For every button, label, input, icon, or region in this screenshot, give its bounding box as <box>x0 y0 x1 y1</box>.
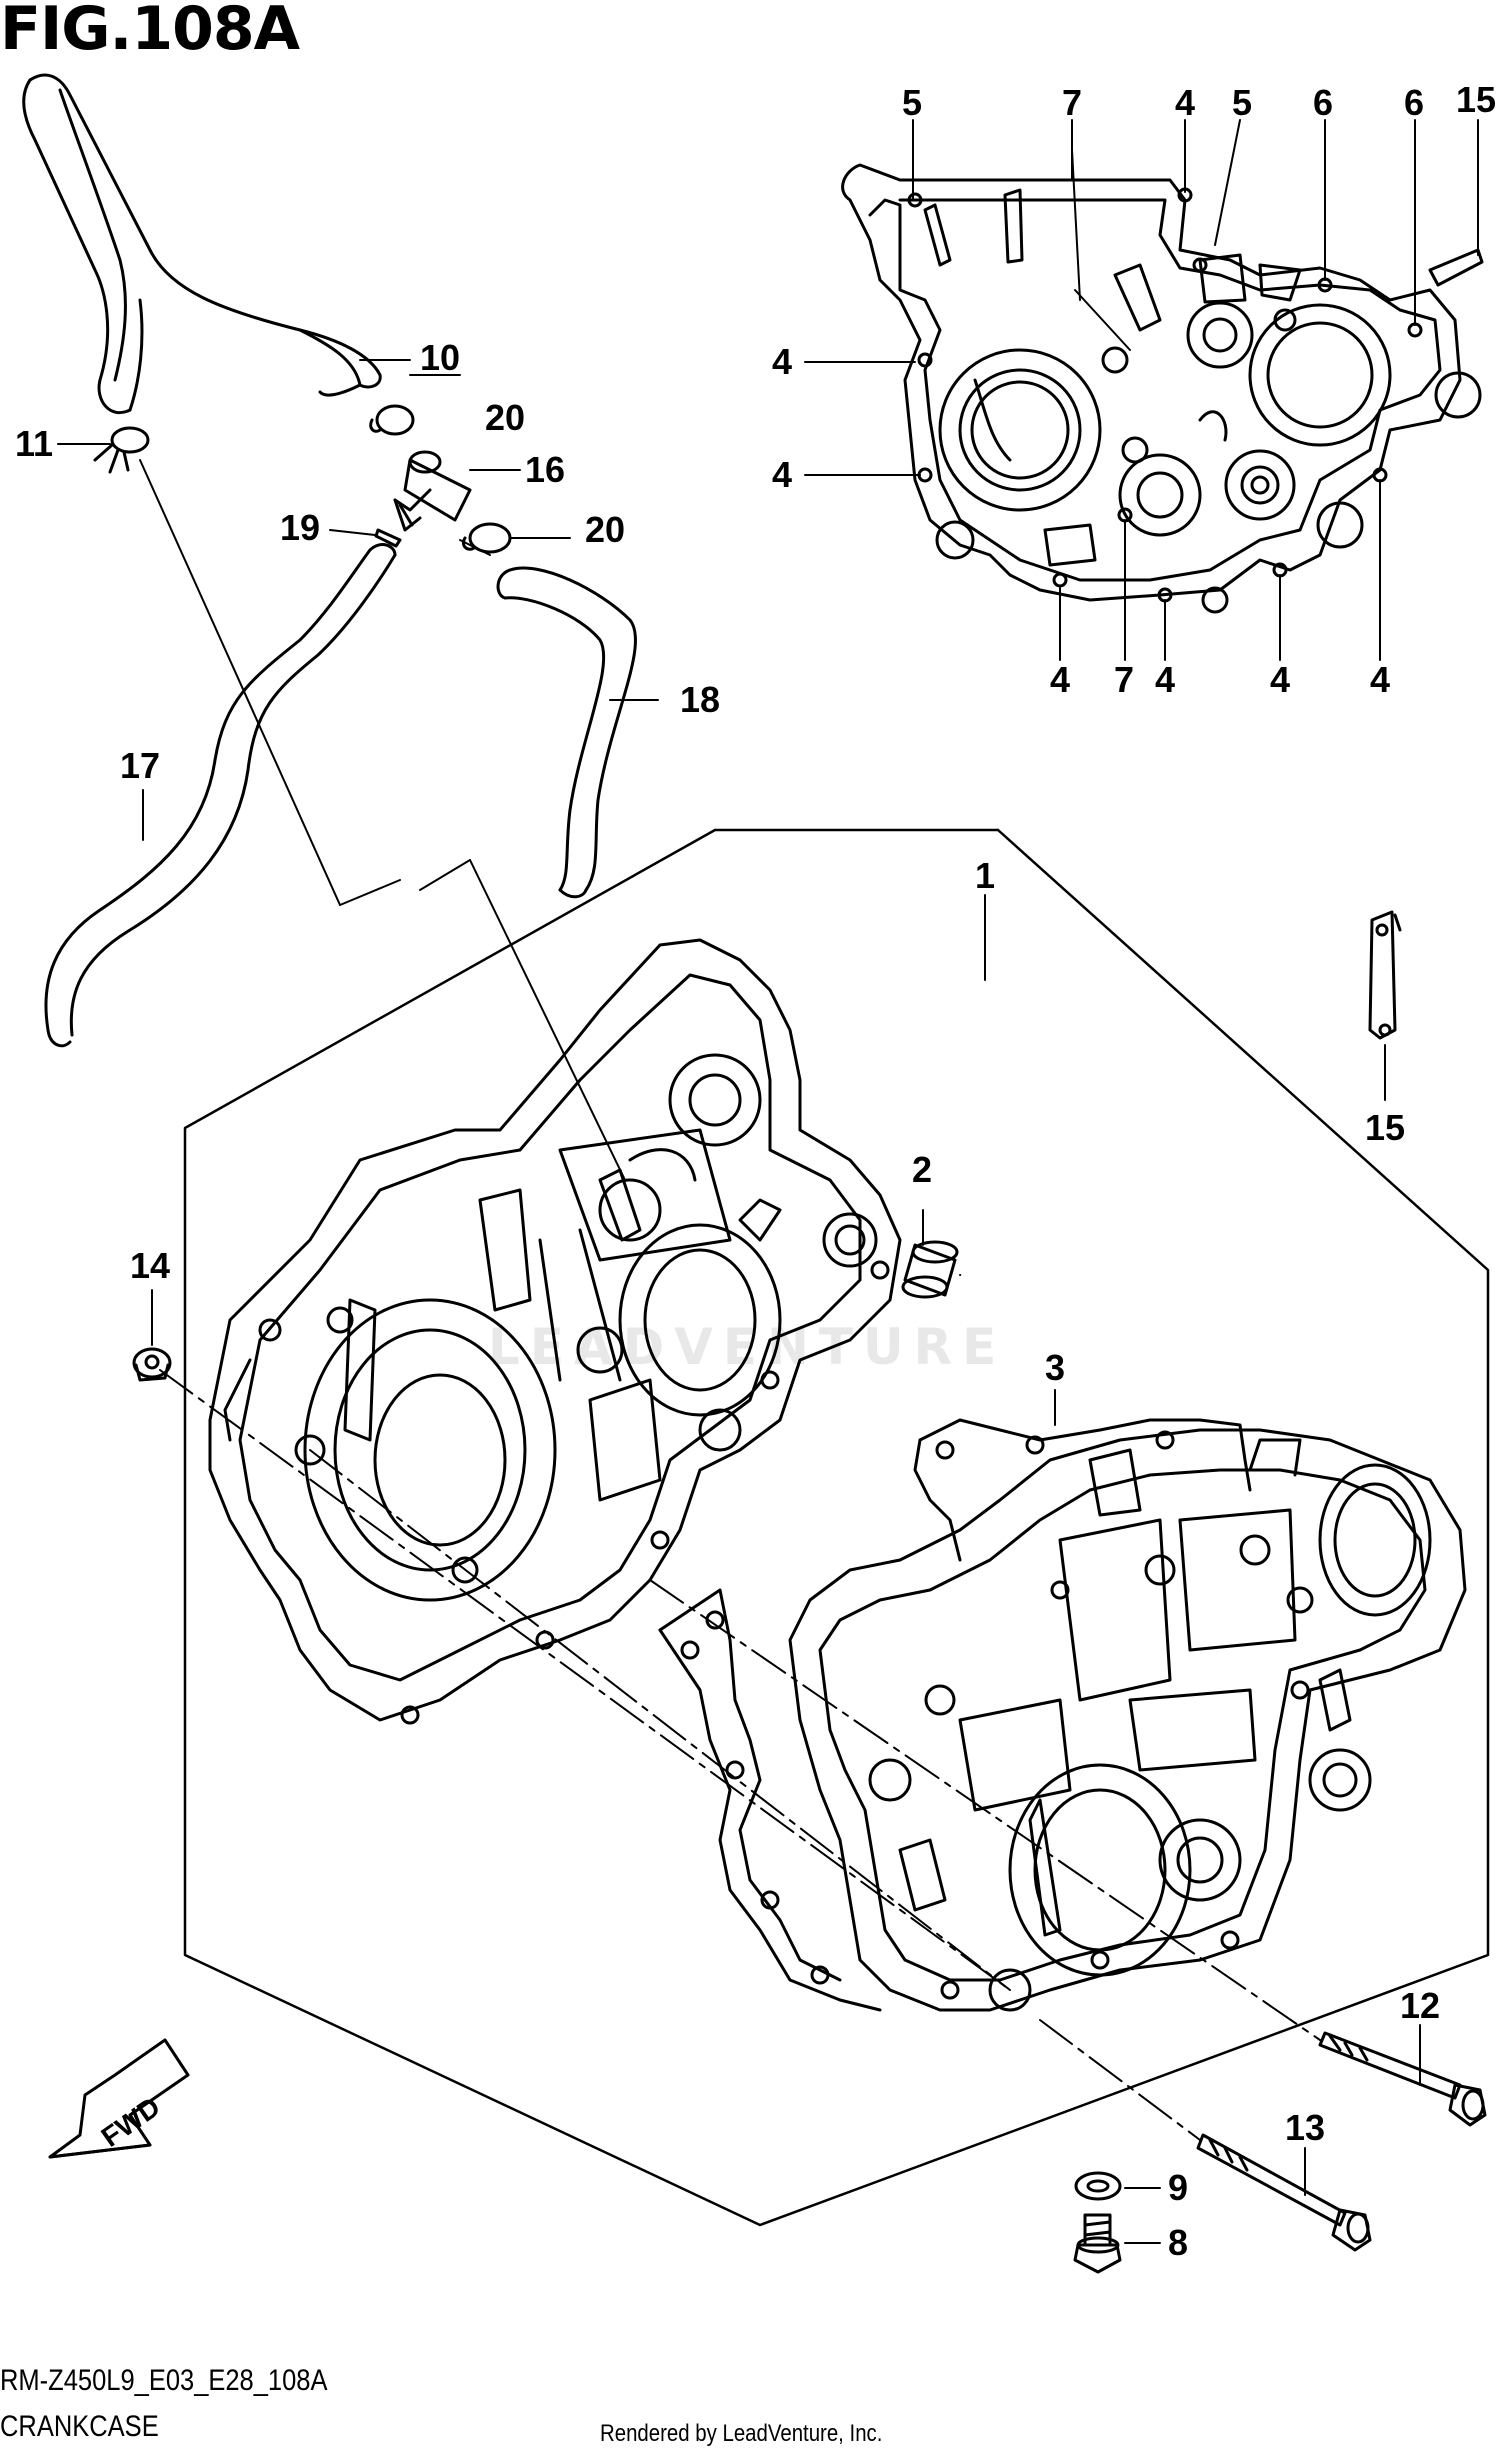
crankcase-left-half[interactable] <box>208 938 902 1725</box>
callout-8: 8 <box>1168 2222 1188 2263</box>
forward-direction-arrow: FWD <box>48 2038 190 2159</box>
clamp-20-upper[interactable] <box>369 404 415 436</box>
callout-9: 9 <box>1168 2167 1188 2208</box>
callout-14: 14 <box>130 1245 170 1286</box>
dowel-pin-2[interactable] <box>901 1240 959 1299</box>
callout-numbers: 10 11 20 16 19 20 18 17 5 7 4 5 6 6 15 4… <box>15 79 1496 2263</box>
callout-12: 12 <box>1400 1985 1440 2026</box>
callout-17: 17 <box>120 745 160 786</box>
callout-15-b: 15 <box>1365 1107 1405 1148</box>
callout-4-b: 4 <box>772 341 792 382</box>
bracket-15[interactable] <box>1368 910 1402 1040</box>
fitting-16[interactable] <box>393 450 472 532</box>
callout-4-f: 4 <box>1270 659 1290 700</box>
hose-18[interactable] <box>496 566 638 899</box>
assembly-boundary <box>183 828 1490 2227</box>
callout-19: 19 <box>280 507 320 548</box>
leader-lines-hoses <box>57 359 659 1181</box>
callout-7-a: 7 <box>1062 82 1082 123</box>
bolt-8[interactable] <box>1073 2213 1122 2274</box>
section-name: CRANKCASE <box>0 2410 159 2443</box>
callout-16: 16 <box>525 449 565 490</box>
leader-lines-main <box>151 894 1421 2244</box>
callout-4-d: 4 <box>1050 659 1070 700</box>
callout-4-g: 4 <box>1370 659 1390 700</box>
washer-9[interactable] <box>1074 2171 1122 2201</box>
crankcase-right-half[interactable] <box>788 1428 1467 2012</box>
right-crankcase-half-view[interactable] <box>841 163 1484 614</box>
callout-10: 10 <box>420 337 460 378</box>
callout-7-b: 7 <box>1114 659 1134 700</box>
gasket-3[interactable] <box>658 1418 1252 2012</box>
hose-10[interactable] <box>22 73 382 415</box>
callout-6-a: 6 <box>1313 82 1333 123</box>
callout-13: 13 <box>1285 2107 1325 2148</box>
plug-14[interactable] <box>132 1347 172 1382</box>
callout-2: 2 <box>912 1149 932 1190</box>
callout-4-a: 4 <box>1175 82 1195 123</box>
fwd-label: FWD <box>96 2091 166 2153</box>
callout-1: 1 <box>975 855 995 896</box>
assembly-centerlines <box>159 1274 1321 2141</box>
clamp-20-lower[interactable] <box>461 522 512 554</box>
callout-18: 18 <box>680 679 720 720</box>
callout-20-upper: 20 <box>485 397 525 438</box>
callout-3: 3 <box>1045 1347 1065 1388</box>
callout-15-a: 15 <box>1456 79 1496 120</box>
bolt-13[interactable] <box>1196 2133 1372 2252</box>
rendered-by-credit: Rendered by LeadVenture, Inc. <box>600 2420 883 2447</box>
callout-11: 11 <box>15 423 53 464</box>
figure-title: FIG.108A <box>0 0 300 64</box>
bolt-12[interactable] <box>1318 2031 1487 2127</box>
callout-6-b: 6 <box>1404 82 1424 123</box>
leader-lines-right-case <box>804 119 1479 661</box>
callout-5-a: 5 <box>902 82 922 123</box>
clamp-11[interactable] <box>93 426 150 474</box>
clip-19[interactable] <box>374 528 402 548</box>
model-code: RM-Z450L9_E03_E28_108A <box>0 2364 328 2397</box>
callout-20-lower: 20 <box>585 509 625 550</box>
hose-17[interactable] <box>44 543 397 1048</box>
callout-5-b: 5 <box>1232 82 1252 123</box>
callout-4-e: 4 <box>1155 659 1175 700</box>
callout-4-c: 4 <box>772 454 792 495</box>
